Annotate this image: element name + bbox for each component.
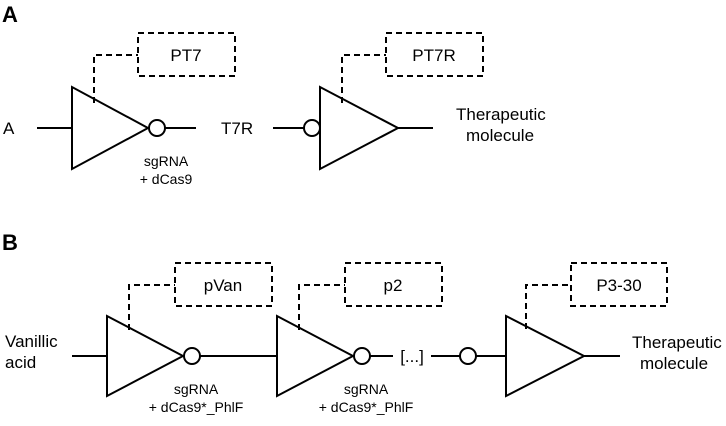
panel-a-promoter-1-label: PT7 xyxy=(170,46,201,65)
panel-b-ellipsis: [...] xyxy=(400,347,424,366)
panel-b-output-label-2: molecule xyxy=(640,354,708,373)
panel-b-input-label-2: acid xyxy=(5,353,36,372)
panel-a-promoter-2-label: PT7R xyxy=(412,46,455,65)
panel-a-intermediate-label: T7R xyxy=(221,119,253,138)
panel-a-gate1-caption-2: + dCas9 xyxy=(140,171,193,187)
gate-triangle xyxy=(319,85,401,171)
panel-a-promoter-connector-1 xyxy=(93,54,138,103)
panel-a-letter: A xyxy=(2,2,18,27)
panel-b-promoter-1-label: pVan xyxy=(204,276,242,295)
panel-a-gate-2 xyxy=(303,85,401,171)
gate-triangle xyxy=(106,314,186,398)
panel-a-output-label-2: molecule xyxy=(466,126,534,145)
panel-b-promoter-connector-1 xyxy=(128,284,175,330)
gate-triangle xyxy=(276,314,356,398)
panel-b-promoter-2-label: p2 xyxy=(384,276,403,295)
panel-b-letter: B xyxy=(2,230,18,255)
inverter-bubble xyxy=(148,119,166,137)
panel-a-input-label: A xyxy=(3,119,15,138)
panel-b-gate2-caption-1: sgRNA xyxy=(344,381,389,397)
panel-b-promoter-connector-2 xyxy=(298,284,345,330)
panel-a-promoter-connector-2 xyxy=(341,54,386,103)
panel-b-gate1-caption-1: sgRNA xyxy=(174,381,219,397)
panel-b-promoter-3-label: P3-30 xyxy=(596,276,641,295)
panel-b-not-gate-1 xyxy=(106,314,201,398)
panel-a-gate1-caption-1: sgRNA xyxy=(144,153,189,169)
panel-b: B Vanillic acid pVan sgRNA + dCas9*_PhlF… xyxy=(2,230,722,415)
inverted-input-bubble xyxy=(303,119,321,137)
panel-b-gate2-caption-2: + dCas9*_PhlF xyxy=(319,399,414,415)
panel-b-input-label-1: Vanillic xyxy=(5,332,58,351)
inverter-bubble xyxy=(353,347,371,365)
panel-b-promoter-connector-3 xyxy=(525,284,571,329)
gate-triangle xyxy=(505,314,587,398)
panel-a-output-label-1: Therapeutic xyxy=(456,105,546,124)
panel-a: A A PT7 sgRNA + dCas9 T7R PT7R Thera xyxy=(2,2,546,187)
panel-b-gate1-caption-2: + dCas9*_PhlF xyxy=(149,399,244,415)
inverter-bubble xyxy=(183,347,201,365)
inverted-input-bubble xyxy=(459,347,477,365)
gate-triangle xyxy=(71,85,151,171)
panel-b-output-label-1: Therapeutic xyxy=(632,333,722,352)
